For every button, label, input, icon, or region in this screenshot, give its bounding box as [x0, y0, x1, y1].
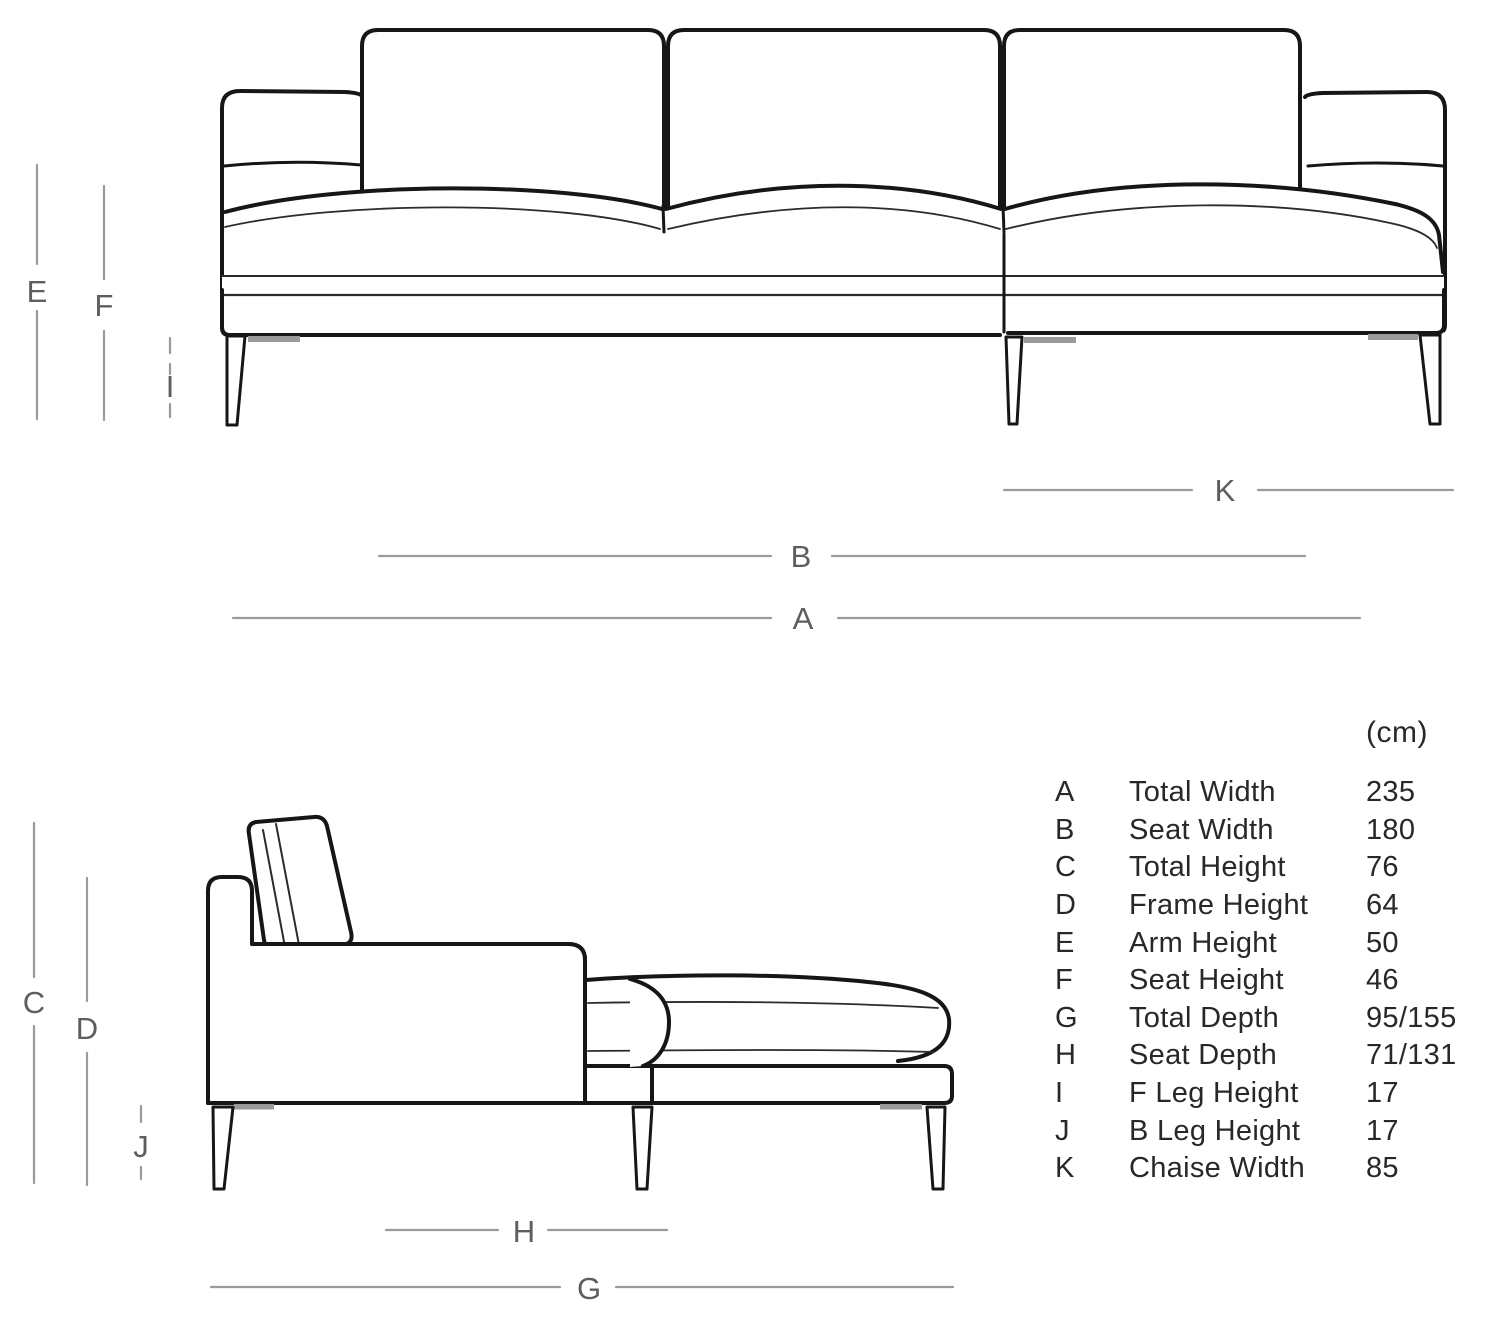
- front-chaise-leg: [1004, 335, 1024, 426]
- spec-row: F Seat Height 46: [1055, 962, 1500, 1000]
- spec-row: C Total Height 76: [1055, 849, 1500, 887]
- side-seat-cushion-front-fill: [630, 979, 669, 1067]
- dim-label-K: K: [1215, 473, 1236, 508]
- side-chaise-cushion-outline: [584, 973, 952, 1063]
- spec-value: 71/131: [1366, 1039, 1457, 1072]
- side-arm-outline: [250, 942, 587, 1102]
- side-rear-leg-shadow: [880, 1104, 922, 1110]
- spec-row: E Arm Height 50: [1055, 924, 1500, 962]
- spec-letter: C: [1055, 851, 1077, 884]
- front-seat-crease-left: [661, 204, 666, 234]
- side-seat-cushion-front-outline: [628, 977, 671, 1068]
- spec-row: K Chaise Width 85: [1055, 1150, 1500, 1188]
- spec-letter: G: [1055, 1001, 1078, 1034]
- spec-value: 50: [1366, 926, 1399, 959]
- spec-label: Total Width: [1129, 776, 1276, 809]
- side-front-rear-leg-shadow: [234, 1104, 274, 1110]
- spec-row: H Seat Depth 71/131: [1055, 1037, 1500, 1075]
- front-dimension-lines: [35, 163, 1455, 620]
- dim-label-A: A: [793, 601, 814, 636]
- spec-value: 76: [1366, 851, 1399, 884]
- spec-row: A Total Width 235: [1055, 774, 1500, 812]
- spec-value: 17: [1366, 1114, 1399, 1147]
- side-chaise-cushion-fill: [586, 975, 950, 1062]
- spec-letter: A: [1055, 776, 1075, 809]
- spec-letter: H: [1055, 1039, 1077, 1072]
- side-front-leg: [211, 1105, 235, 1191]
- front-left-leg: [225, 334, 247, 427]
- spec-letter: D: [1055, 889, 1077, 922]
- spec-label: Total Depth: [1129, 1001, 1279, 1034]
- spec-label: Total Height: [1129, 851, 1286, 884]
- spec-letter: F: [1055, 964, 1074, 997]
- spec-letter: I: [1055, 1077, 1064, 1110]
- spec-label: Seat Depth: [1129, 1039, 1278, 1072]
- spec-row: B Seat Width 180: [1055, 812, 1500, 850]
- spec-label: Frame Height: [1129, 889, 1309, 922]
- side-view: C D J H G: [23, 814, 955, 1306]
- front-right-leg: [1418, 333, 1442, 426]
- spec-letter: J: [1055, 1114, 1070, 1147]
- spec-label: Chaise Width: [1129, 1152, 1306, 1185]
- spec-value: 95/155: [1366, 1001, 1457, 1034]
- spec-row: J B Leg Height 17: [1055, 1112, 1500, 1150]
- side-back-cushion-seam-2: [275, 823, 300, 946]
- side-arm-fill: [252, 944, 585, 1103]
- front-left-rear-leg-shadow: [248, 336, 300, 342]
- spec-letter: E: [1055, 926, 1075, 959]
- spec-value: 64: [1366, 889, 1399, 922]
- spec-value: 17: [1366, 1077, 1399, 1110]
- front-chaise-frame-bottom: [1006, 288, 1446, 335]
- front-right-arm-seam: [1306, 161, 1445, 168]
- front-frame-fill: [222, 276, 1444, 334]
- dim-label-F: F: [95, 288, 114, 323]
- dim-label-C: C: [23, 985, 45, 1020]
- side-chaise-base: [650, 1064, 954, 1105]
- spec-value: 85: [1366, 1152, 1399, 1185]
- spec-label: Seat Height: [1129, 964, 1284, 997]
- front-left-arm-seam: [222, 160, 363, 168]
- spec-label: B Leg Height: [1129, 1114, 1301, 1147]
- spec-label: Seat Width: [1129, 813, 1274, 846]
- spec-rows: A Total Width 235 B Seat Width 180 C Tot…: [1055, 774, 1500, 1188]
- dim-label-J: J: [133, 1129, 149, 1164]
- spec-value: 46: [1366, 964, 1399, 997]
- front-view: E F I K B A: [27, 28, 1455, 636]
- dim-label-E: E: [27, 274, 48, 309]
- dim-label-G: G: [577, 1271, 601, 1306]
- spec-row: D Frame Height 64: [1055, 887, 1500, 925]
- spec-label: F Leg Height: [1129, 1077, 1299, 1110]
- dim-label-I: I: [166, 369, 175, 404]
- front-seat-top-contour: [223, 182, 1445, 274]
- side-back-cushion-seam-1: [262, 829, 286, 948]
- side-dimension-lines: [32, 821, 955, 1289]
- dim-label-D: D: [76, 1011, 98, 1046]
- spec-letter: K: [1055, 1152, 1075, 1185]
- spec-value: 235: [1366, 776, 1416, 809]
- front-chaise-rear-leg-shadow: [1024, 337, 1076, 343]
- side-middle-leg: [631, 1105, 654, 1191]
- spec-row: I F Leg Height 17: [1055, 1075, 1500, 1113]
- front-seat-fill: [225, 184, 1443, 276]
- spec-label: Arm Height: [1129, 926, 1278, 959]
- side-right-leg: [925, 1105, 947, 1191]
- spec-row: G Total Depth 95/155: [1055, 1000, 1500, 1038]
- front-right-rear-leg-shadow: [1368, 334, 1418, 340]
- spec-letter: B: [1055, 813, 1075, 846]
- front-seat-crease-right: [1001, 204, 1006, 234]
- dim-label-B: B: [791, 539, 812, 574]
- unit-header: (cm): [1366, 716, 1428, 749]
- dim-label-H: H: [513, 1214, 535, 1249]
- front-seat-second-contour: [224, 204, 1438, 249]
- spec-value: 180: [1366, 813, 1416, 846]
